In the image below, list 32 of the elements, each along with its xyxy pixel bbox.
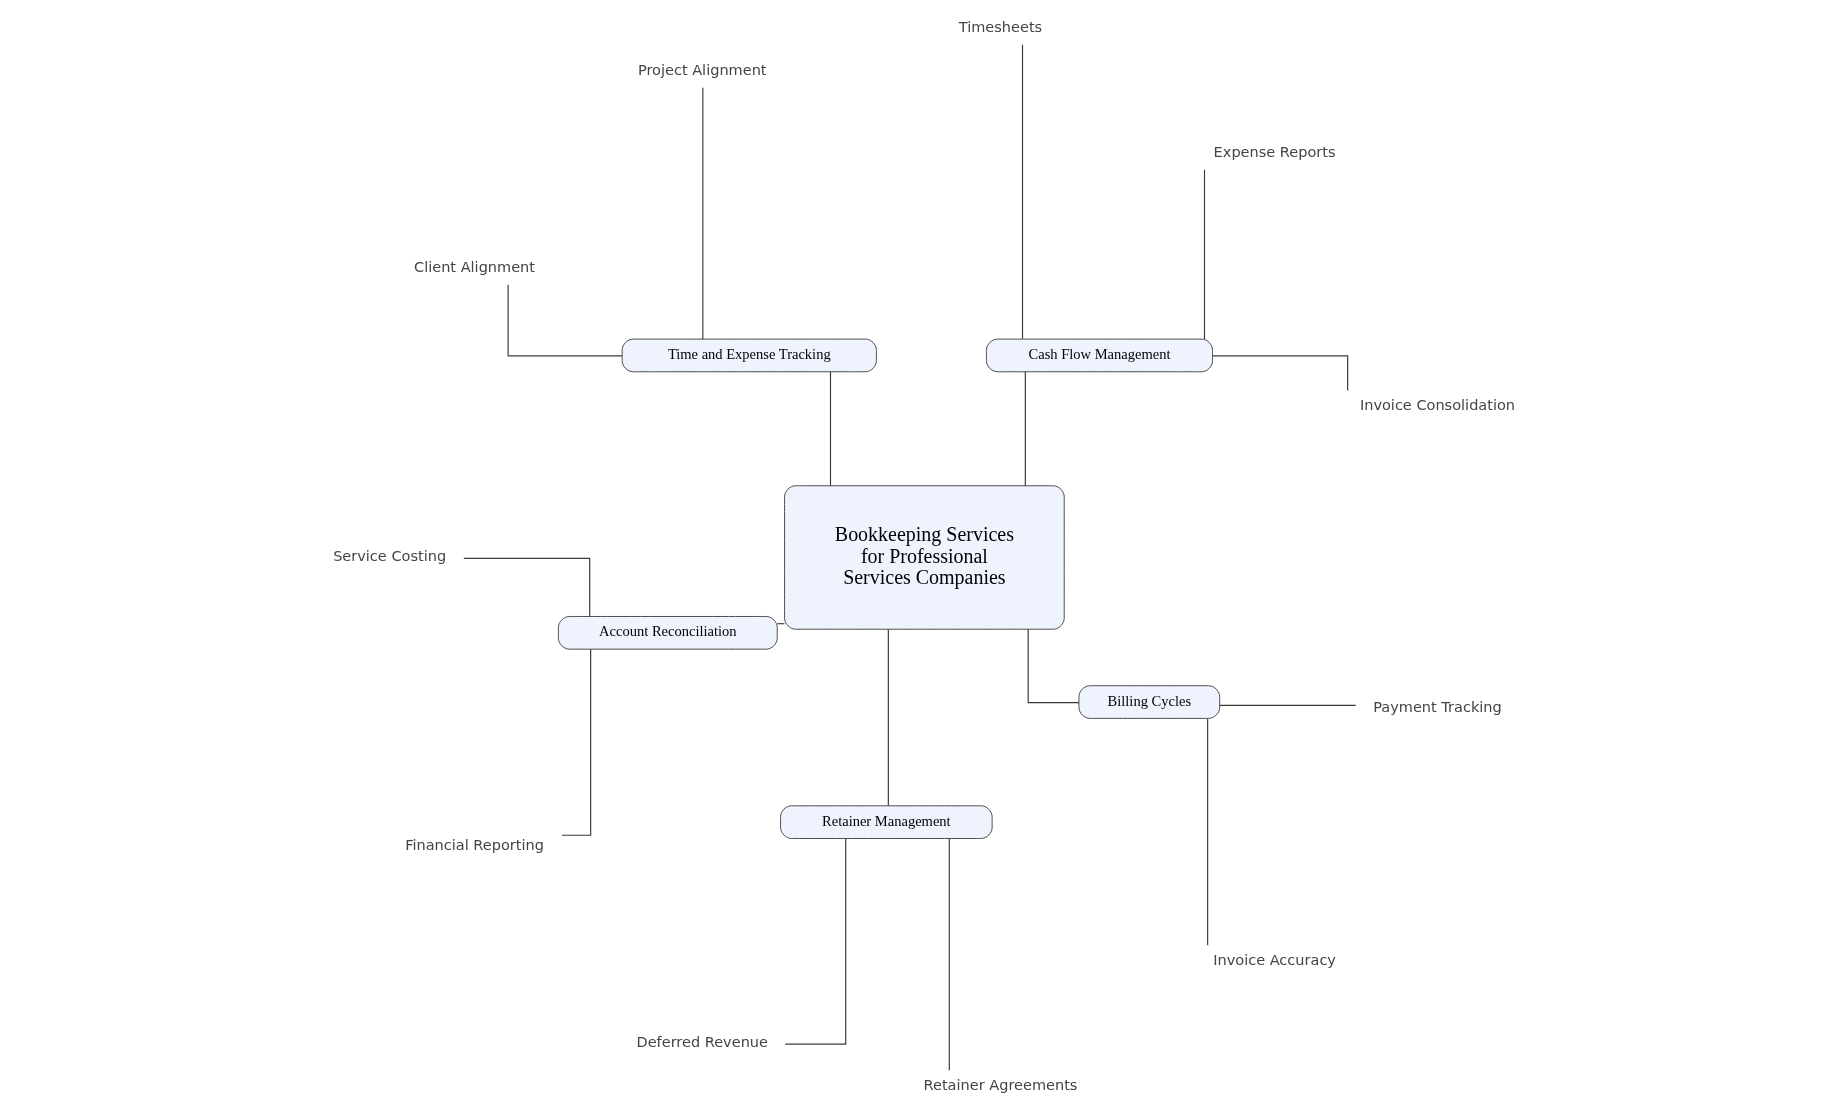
connector xyxy=(1027,628,1080,704)
connector xyxy=(1203,169,1206,340)
node-text: Retainer Agreements xyxy=(923,1077,1078,1094)
node-box: Bookkeeping Services for Professional Services Companies xyxy=(784,485,1065,630)
node-text: Payment Tracking xyxy=(1373,698,1502,715)
connector xyxy=(829,371,832,487)
node-text: Project Alignment xyxy=(637,61,767,78)
node-text: Service Costing xyxy=(333,547,447,564)
connector xyxy=(948,838,950,1071)
node-box: Time and Expense Tracking xyxy=(621,338,877,373)
node-text: Invoice Consolidation xyxy=(1359,397,1516,414)
node-text: Deferred Revenue xyxy=(636,1034,768,1051)
connector xyxy=(463,557,591,617)
connector xyxy=(887,628,889,807)
connector xyxy=(561,648,592,836)
node-text: Expense Reports xyxy=(1213,143,1336,160)
connector xyxy=(1207,718,1209,946)
node-box: Billing Cycles xyxy=(1078,685,1221,719)
node-text: Financial Reporting xyxy=(405,837,544,854)
connector xyxy=(702,87,704,340)
node-text: Invoice Accuracy xyxy=(1213,952,1336,969)
connector xyxy=(1219,704,1357,706)
connector xyxy=(1024,371,1026,487)
node-text: Timesheets xyxy=(958,18,1043,35)
node-box: Cash Flow Management xyxy=(985,338,1213,373)
connector xyxy=(507,284,623,357)
node-text: Client Alignment xyxy=(414,258,536,275)
connector xyxy=(1021,44,1024,340)
connector xyxy=(784,838,847,1045)
node-box: Account Reconciliation xyxy=(557,616,778,650)
node-box: Retainer Management xyxy=(780,805,993,839)
connector xyxy=(1212,355,1349,391)
